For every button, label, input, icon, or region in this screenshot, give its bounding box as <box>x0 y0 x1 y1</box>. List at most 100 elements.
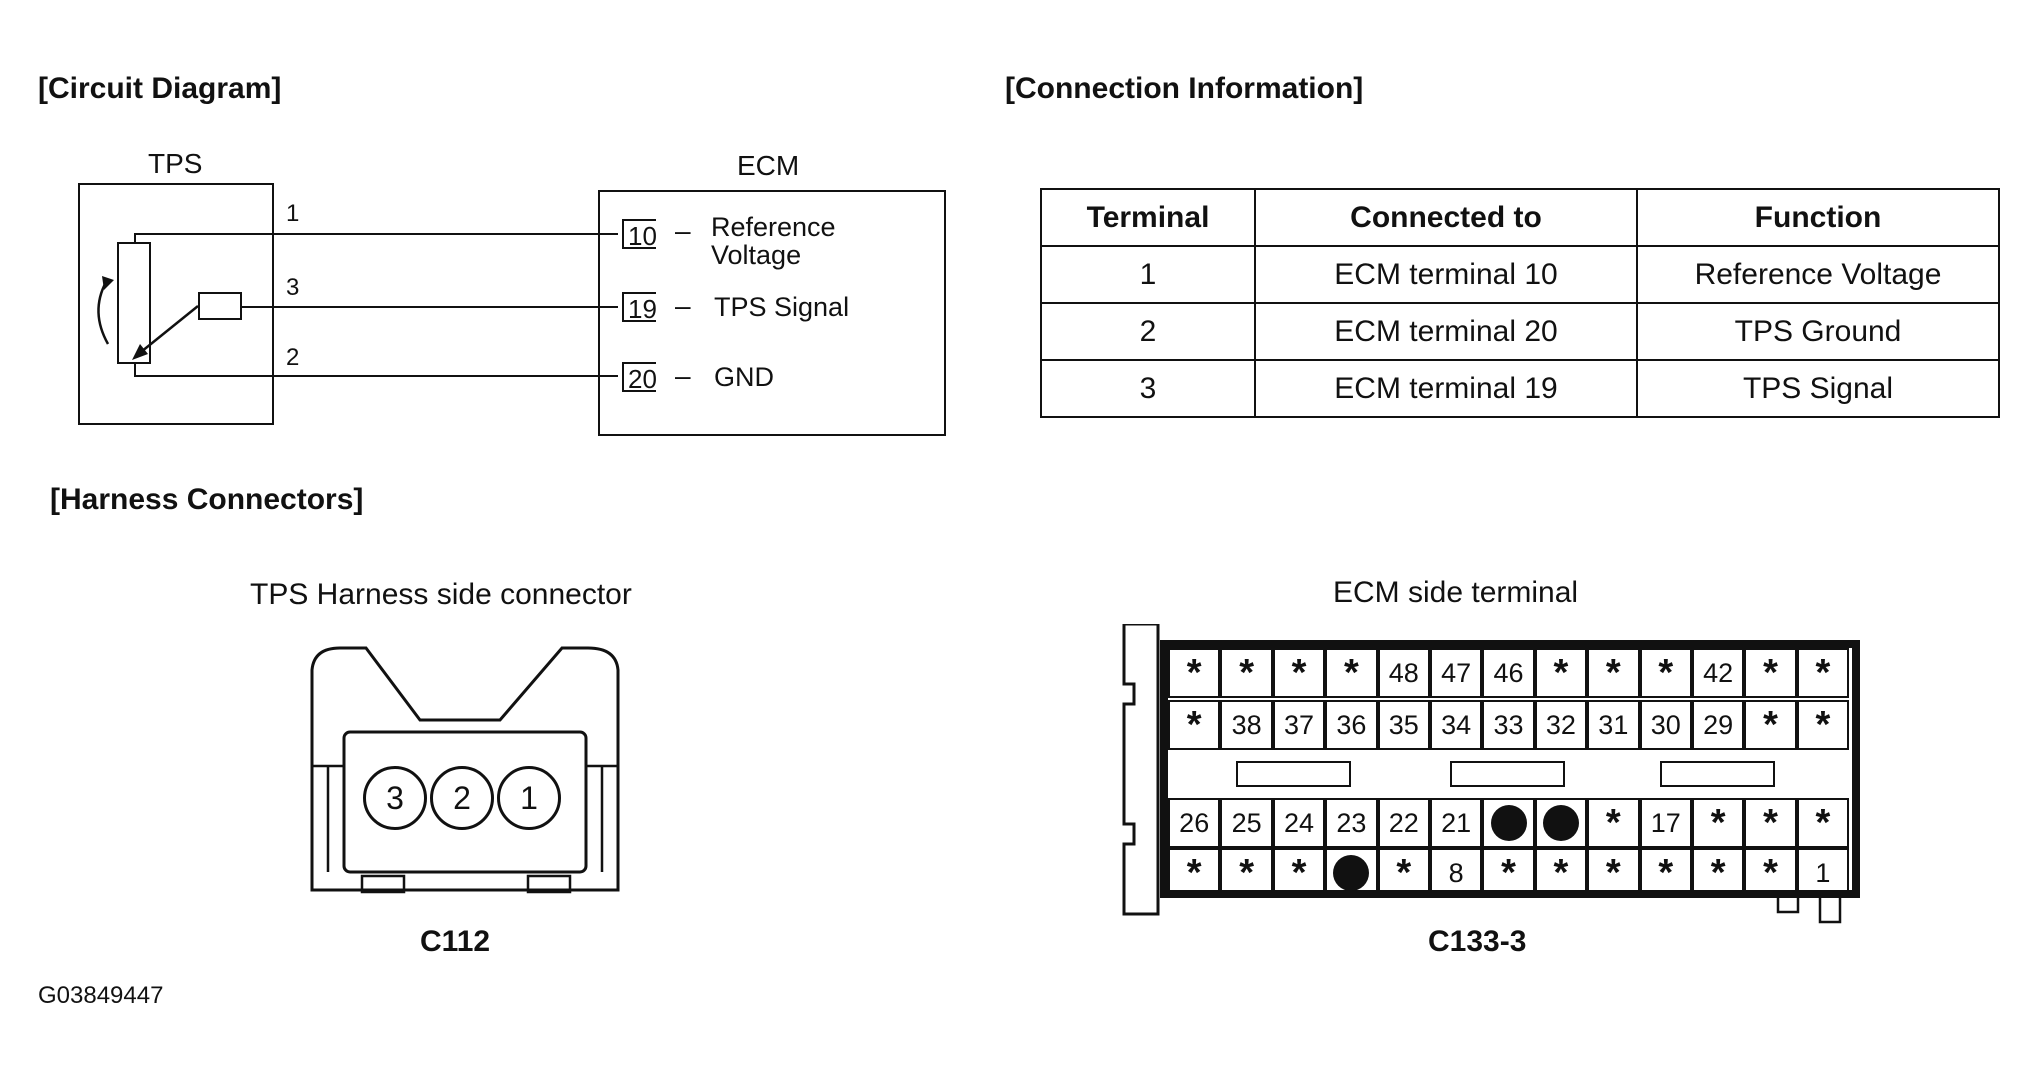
tps-connector-code: C112 <box>420 925 491 958</box>
tps-connector-outline <box>310 646 620 894</box>
ecm-pin-20: 20 <box>622 362 657 394</box>
ecm-cavity-unused: * <box>1796 648 1850 698</box>
ecm-terminal-cell: 21 <box>1429 798 1483 848</box>
ecm-terminal-cell: 30 <box>1639 700 1692 750</box>
ecm-cavity-unused: * <box>1168 848 1221 898</box>
ecm-cavity-unused: * <box>1220 648 1273 698</box>
ecm-terminal-cell: 23 <box>1325 798 1378 848</box>
ecm-cavity-unused: * <box>1534 848 1588 898</box>
ecm-terminal-cell: 42 <box>1691 648 1745 698</box>
harness-connectors-title: [Harness Connectors] <box>50 483 364 516</box>
ecm-cavity-unused: * <box>1744 848 1797 898</box>
ecm-cavity-plugged <box>1482 798 1535 848</box>
ecm-cavity-unused: * <box>1796 798 1850 848</box>
ecm-key-slot <box>1236 761 1351 787</box>
filled-dot-icon <box>1333 855 1370 891</box>
ecm-key-slot <box>1660 761 1775 787</box>
ecm-cavity-plugged <box>1534 798 1588 848</box>
table-row: 2 ECM terminal 20 TPS Ground <box>1040 302 2000 361</box>
ecm-cavity-unused: * <box>1639 648 1692 698</box>
cell-terminal: 2 <box>1040 302 1256 361</box>
cell-connected-to: ECM terminal 20 <box>1254 302 1638 361</box>
potentiometer-resistor <box>117 242 151 364</box>
tps-pin-1-label: 1 <box>286 200 300 227</box>
ecm-pin-10-desc-line1: Reference <box>711 212 836 242</box>
connection-table: Terminal Connected to Function 1 ECM ter… <box>1040 188 2000 418</box>
dash-20: – <box>675 360 691 391</box>
wire-gnd <box>134 375 618 377</box>
tps-connector-pin-1: 1 <box>497 766 561 830</box>
ecm-cavity-unused: * <box>1482 848 1535 898</box>
ecm-pin-10-desc-line2: Voltage <box>711 240 802 270</box>
header-terminal: Terminal <box>1040 188 1256 247</box>
ecm-cavity-unused: * <box>1220 848 1273 898</box>
ecm-cavity-unused: * <box>1325 648 1378 698</box>
ecm-terminal-cell: 35 <box>1377 700 1430 750</box>
ecm-cavity-unused: * <box>1744 700 1797 750</box>
cell-function: TPS Signal <box>1636 359 2000 418</box>
ecm-cavity-unused: * <box>1272 848 1326 898</box>
ecm-cavity-unused: * <box>1691 798 1745 848</box>
ecm-terminal-cell: 8 <box>1429 848 1483 898</box>
ecm-terminal-cell: 22 <box>1377 798 1430 848</box>
cell-connected-to: ECM terminal 10 <box>1254 245 1638 304</box>
ecm-cavity-unused: * <box>1587 648 1640 698</box>
ecm-terminal-cell: 38 <box>1220 700 1273 750</box>
ecm-cavity-unused: * <box>1272 648 1326 698</box>
ecm-terminal-cell: 25 <box>1220 798 1273 848</box>
ecm-cavity-unused: * <box>1639 848 1692 898</box>
ecm-connector-code: C133-3 <box>1428 925 1527 958</box>
ecm-pin-19-desc: TPS Signal <box>714 292 850 322</box>
cell-function: TPS Ground <box>1636 302 2000 361</box>
ecm-cavity-unused: * <box>1691 848 1745 898</box>
ecm-terminal-cell: 31 <box>1587 700 1640 750</box>
table-row: 1 ECM terminal 10 Reference Voltage <box>1040 245 2000 304</box>
ecm-pin-19: 19 <box>622 292 657 324</box>
connection-info-title: [Connection Information] <box>1005 72 1364 105</box>
ecm-row-4: ****8******1 <box>1168 848 1850 898</box>
figure-id: G03849447 <box>38 982 164 1009</box>
ecm-box <box>598 190 946 436</box>
cell-terminal: 1 <box>1040 245 1256 304</box>
ecm-cavity-plugged <box>1325 848 1378 898</box>
ecm-terminal-cell: 48 <box>1377 648 1430 698</box>
dash-19: – <box>675 290 691 321</box>
ecm-cavity-unused: * <box>1377 848 1430 898</box>
wire-ref-voltage <box>134 233 618 235</box>
dash-10: – <box>675 215 691 246</box>
cell-function: Reference Voltage <box>1636 245 2000 304</box>
cell-connected-to: ECM terminal 19 <box>1254 359 1638 418</box>
tps-harness-title: TPS Harness side connector <box>250 578 632 611</box>
ecm-terminal-cell: 47 <box>1429 648 1483 698</box>
filled-dot-icon <box>1542 805 1579 841</box>
circuit-diagram-title: [Circuit Diagram] <box>38 72 282 105</box>
ecm-terminal-cell: 33 <box>1482 700 1535 750</box>
wire-gnd-stub <box>134 364 136 376</box>
table-row: 3 ECM terminal 19 TPS Signal <box>1040 359 2000 418</box>
tps-pin-2-label: 2 <box>286 344 300 371</box>
header-function: Function <box>1636 188 2000 247</box>
ecm-cavity-unused: * <box>1587 848 1640 898</box>
ecm-terminal-title: ECM side terminal <box>1333 576 1579 609</box>
ecm-pin-10: 10 <box>622 219 657 251</box>
filled-dot-icon <box>1490 805 1527 841</box>
ecm-pin-20-desc: GND <box>714 362 774 392</box>
ecm-key-slot <box>1450 761 1565 787</box>
ecm-terminal-cell: 36 <box>1325 700 1378 750</box>
ecm-cavity-unused: * <box>1534 648 1588 698</box>
ecm-cavity-unused: * <box>1744 798 1797 848</box>
wiper-arrow-icon <box>97 276 199 360</box>
ecm-terminal-cell: 34 <box>1429 700 1483 750</box>
ecm-terminal-cell: 46 <box>1482 648 1535 698</box>
wire-ref-stub <box>134 233 136 243</box>
ecm-terminal-cell: 37 <box>1272 700 1326 750</box>
ecm-cavity-unused: * <box>1587 798 1640 848</box>
ecm-label: ECM <box>737 150 800 181</box>
cell-terminal: 3 <box>1040 359 1256 418</box>
ecm-cavity-unused: * <box>1744 648 1797 698</box>
table-header-row: Terminal Connected to Function <box>1040 188 2000 247</box>
tps-label: TPS <box>148 148 203 179</box>
